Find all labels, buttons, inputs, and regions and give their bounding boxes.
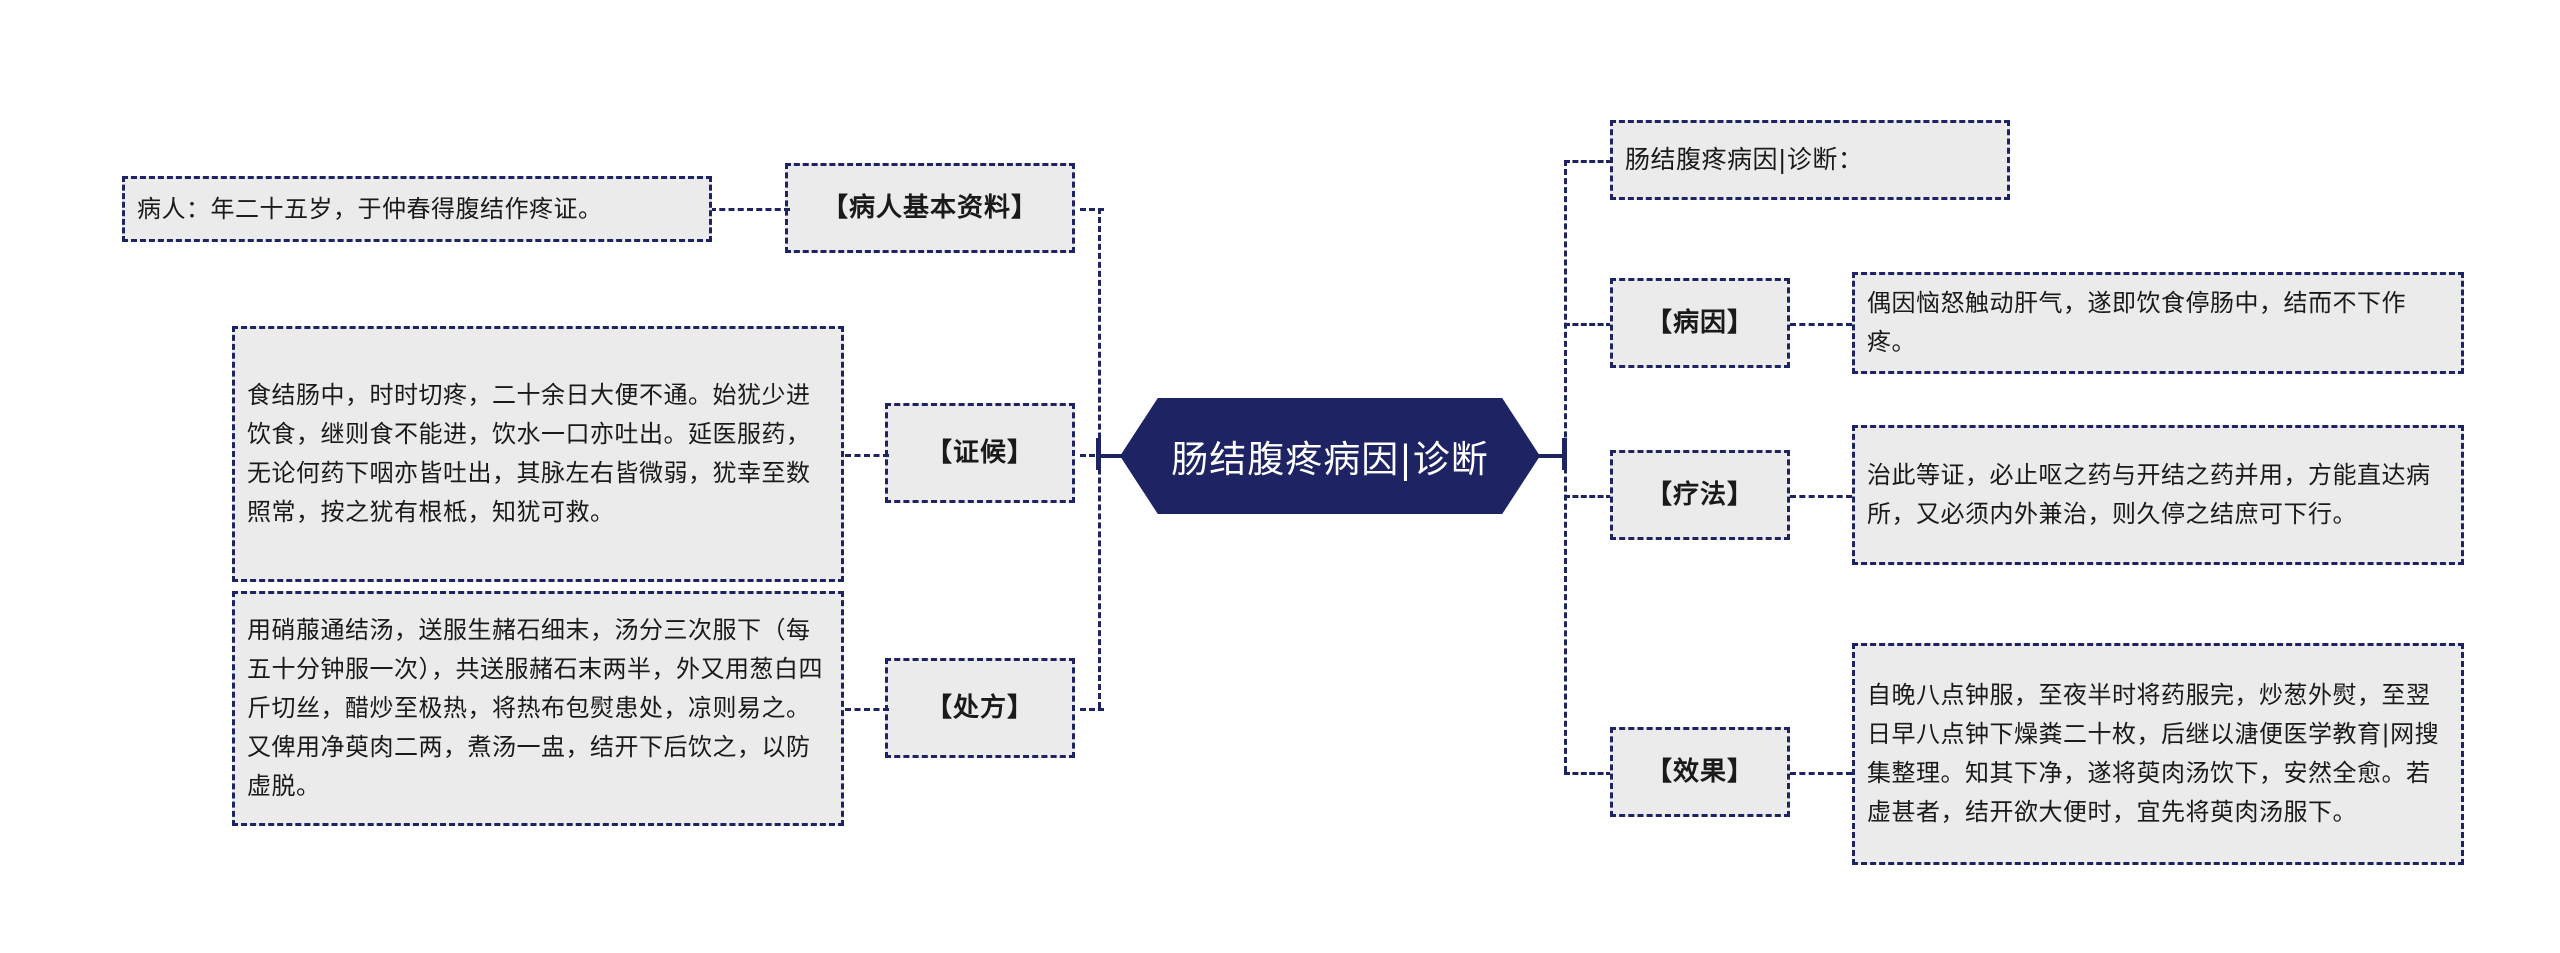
node-content-therapy-text: 治此等证，必止呕之药与开结之药并用，方能直达病所，又必须内外兼治，则久停之结庶可…: [1867, 461, 2431, 528]
node-content-patient-info[interactable]: 病人：年二十五岁，于仲春得腹结作疼证。: [122, 176, 712, 242]
node-content-prescription-text: 用硝菔通结汤，送服生赭石细末，汤分三次服下（每五十分钟服一次），共送服赭石末两半…: [247, 616, 823, 800]
node-content-therapy[interactable]: 治此等证，必止呕之药与开结之药并用，方能直达病所，又必须内外兼治，则久停之结庶可…: [1852, 425, 2464, 565]
left-stub-1: [1080, 208, 1104, 211]
left-trunk-to-central-connector: [1098, 454, 1126, 458]
right-stub-4-inner: [1790, 772, 1852, 775]
node-label-outcome[interactable]: 【效果】: [1610, 727, 1790, 817]
node-content-prescription[interactable]: 用硝菔通结汤，送服生赭石细末，汤分三次服下（每五十分钟服一次），共送服赭石末两半…: [232, 591, 844, 826]
node-label-symptoms-text: 【证候】: [925, 437, 1034, 468]
node-heading-diagnosis[interactable]: 肠结腹疼病因|诊断：: [1610, 120, 2010, 200]
node-label-symptoms[interactable]: 【证候】: [885, 403, 1075, 503]
left-stub-1-inner: [710, 208, 790, 211]
node-label-etiology[interactable]: 【病因】: [1610, 278, 1790, 368]
right-stub-1: [1564, 160, 1612, 163]
left-stub-3: [1080, 708, 1104, 711]
node-content-patient-info-text: 病人：年二十五岁，于仲春得腹结作疼证。: [137, 194, 603, 223]
node-label-patient-info-text: 【病人基本资料】: [821, 192, 1038, 223]
node-label-prescription[interactable]: 【处方】: [885, 658, 1075, 758]
node-label-therapy[interactable]: 【疗法】: [1610, 450, 1790, 540]
right-stub-2: [1564, 323, 1612, 326]
node-heading-diagnosis-text: 肠结腹疼病因|诊断：: [1625, 144, 1864, 174]
right-stub-4: [1564, 772, 1612, 775]
node-content-symptoms[interactable]: 食结肠中，时时切疼，二十余日大便不通。始犹少进饮食，继则食不能进，饮水一口亦吐出…: [232, 326, 844, 582]
left-stub-3-inner: [845, 708, 889, 711]
node-label-prescription-text: 【处方】: [925, 692, 1034, 723]
right-stub-2-inner: [1790, 323, 1852, 326]
central-to-right-trunk-connector: [1534, 454, 1564, 458]
node-label-therapy-text: 【疗法】: [1645, 479, 1754, 510]
left-stub-2: [1080, 454, 1104, 457]
node-content-symptoms-text: 食结肠中，时时切疼，二十余日大便不通。始犹少进饮食，继则食不能进，饮水一口亦吐出…: [247, 381, 811, 526]
node-label-etiology-text: 【病因】: [1645, 307, 1754, 338]
right-stub-3-inner: [1790, 495, 1852, 498]
node-label-outcome-text: 【效果】: [1645, 756, 1754, 787]
central-topic-node[interactable]: 肠结腹疼病因|诊断: [1120, 398, 1540, 514]
node-content-etiology[interactable]: 偶因恼怒触动肝气，遂即饮食停肠中，结而不下作疼。: [1852, 272, 2464, 374]
right-stub-3: [1564, 495, 1612, 498]
node-content-etiology-text: 偶因恼怒触动肝气，遂即饮食停肠中，结而不下作疼。: [1867, 289, 2406, 356]
node-content-outcome[interactable]: 自晚八点钟服，至夜半时将药服完，炒葱外熨，至翌日早八点钟下燥粪二十枚，后继以溏便…: [1852, 643, 2464, 865]
node-content-outcome-text: 自晚八点钟服，至夜半时将药服完，炒葱外熨，至翌日早八点钟下燥粪二十枚，后继以溏便…: [1867, 681, 2440, 826]
left-stub-2-inner: [845, 454, 889, 457]
node-label-patient-info[interactable]: 【病人基本资料】: [785, 163, 1075, 253]
central-topic-label: 肠结腹疼病因|诊断: [1171, 438, 1489, 481]
right-trunk-line: [1564, 160, 1567, 772]
